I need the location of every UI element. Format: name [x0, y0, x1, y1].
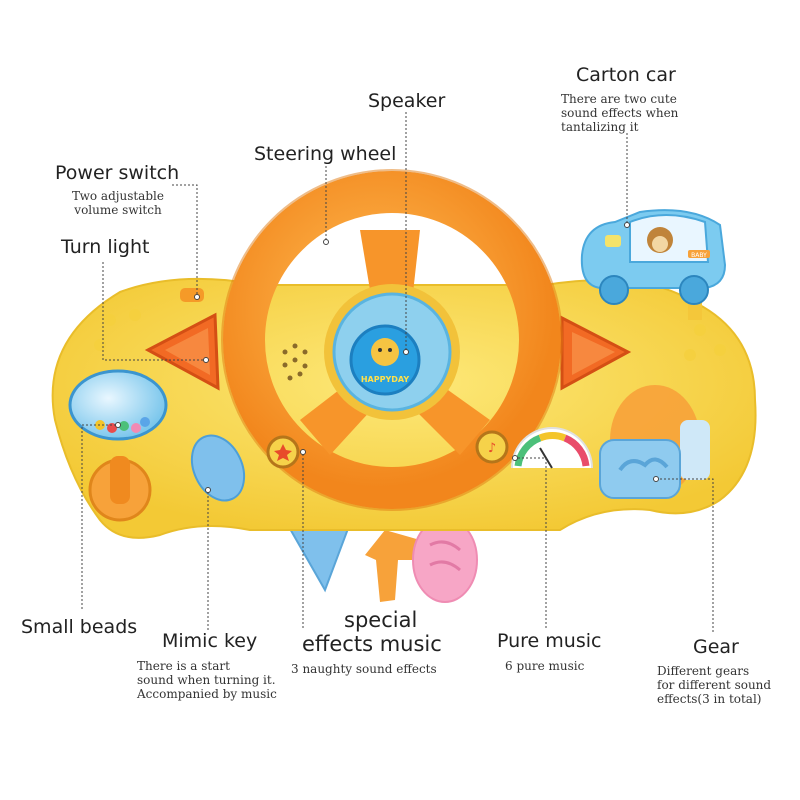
label-speaker: Speaker: [368, 90, 446, 112]
speaker-grille: [282, 343, 308, 381]
desc-special-effects: 3 naughty sound effects: [291, 662, 437, 676]
label-small-beads: Small beads: [21, 616, 138, 638]
small-beads-window: [68, 369, 168, 441]
leader-lines: [81, 112, 714, 632]
steering-wheel-ring: [223, 171, 561, 509]
hub-badge-text: HAPPYDAY: [361, 375, 409, 384]
carton-car: BABY: [580, 209, 727, 320]
beads: [95, 417, 150, 433]
label-pure-music: Pure music: [497, 630, 602, 652]
label-special-effects-line2: effects music: [302, 632, 442, 656]
label-mimic-key: Mimic key: [162, 630, 258, 652]
desc-pure-music: 6 pure music: [505, 659, 585, 673]
desc-gear: Different gears for different sound effe…: [657, 664, 772, 706]
label-steering-wheel: Steering wheel: [254, 143, 397, 165]
label-special-effects-line1: special: [344, 608, 418, 632]
label-carton-car: Carton car: [576, 64, 676, 86]
desc-carton-car: There are two cute sound effects when ta…: [561, 92, 679, 134]
svg-text:♪: ♪: [488, 441, 496, 456]
label-power-switch: Power switch: [55, 162, 180, 184]
power-switch-knob: [180, 288, 204, 302]
gear-lever: [599, 439, 681, 499]
label-turn-light: Turn light: [61, 236, 150, 258]
label-gear: Gear: [693, 636, 739, 658]
car-badge-text: BABY: [691, 252, 707, 259]
desc-mimic-key: There is a start sound when turning it. …: [137, 659, 277, 701]
pure-music-button: [475, 430, 509, 464]
desc-power-switch: Two adjustable volume switch: [72, 189, 164, 217]
mimic-key: [190, 434, 246, 502]
orange-key-icon: [365, 530, 420, 602]
bear-face-icon: [371, 338, 399, 366]
